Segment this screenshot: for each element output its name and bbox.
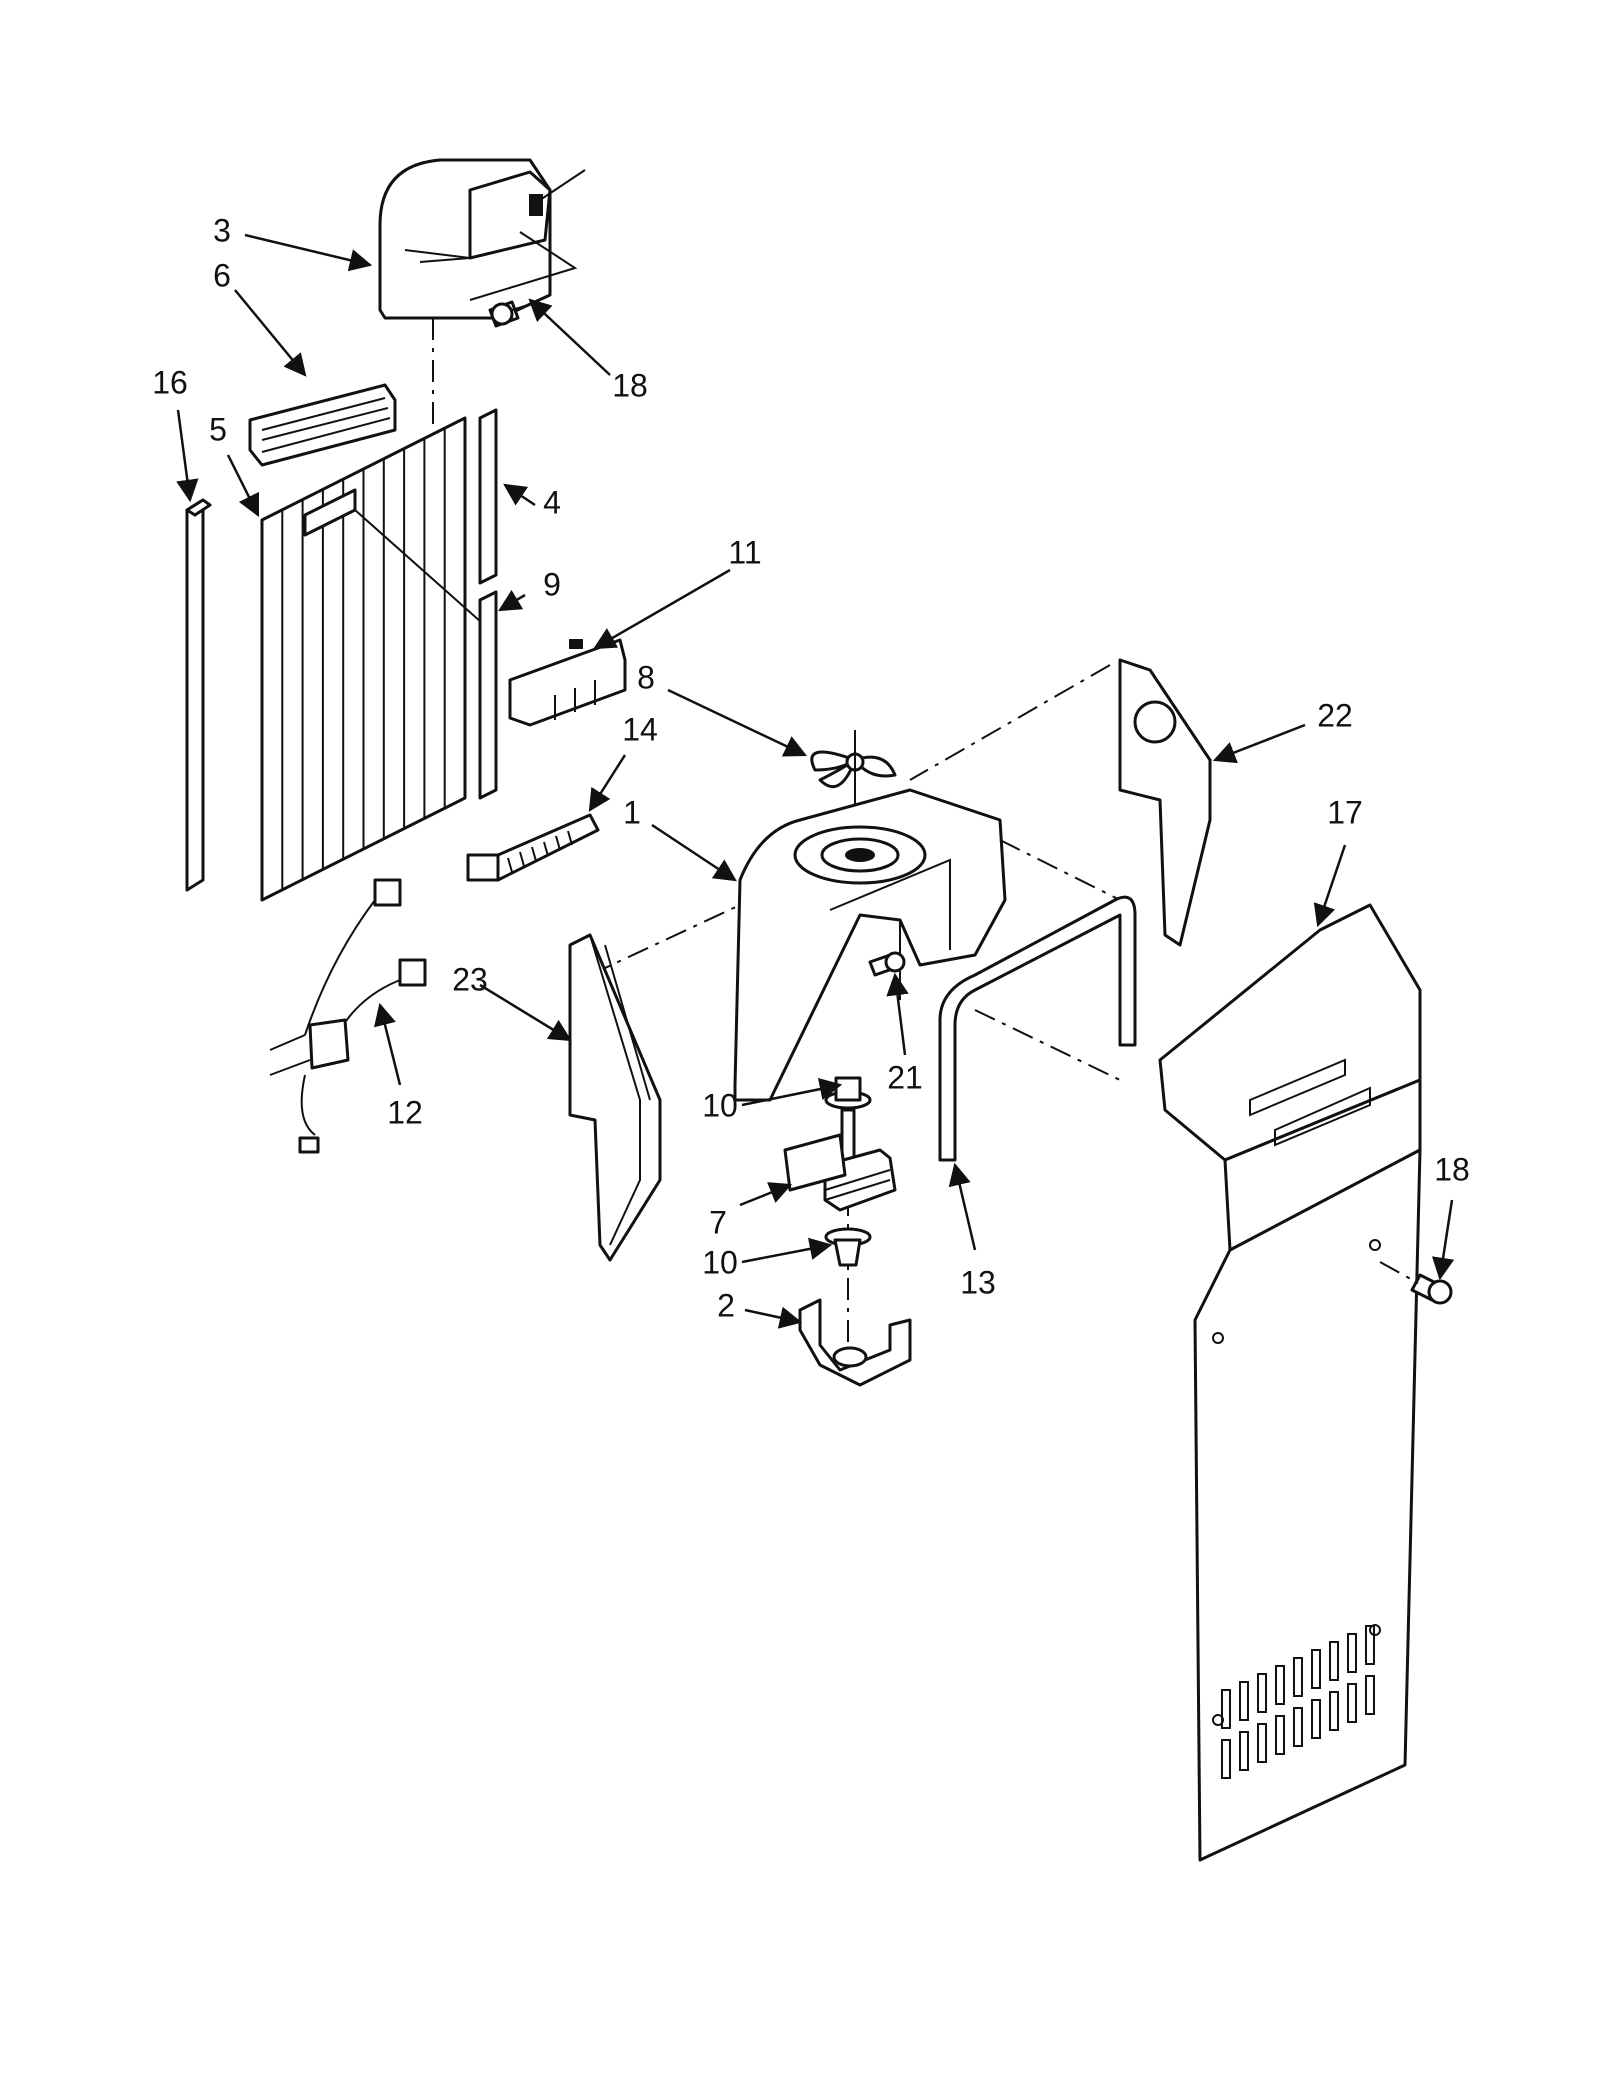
part-13-seal xyxy=(938,895,1137,1162)
callout-11: 11 xyxy=(728,534,761,570)
part-8-fan-blade xyxy=(810,730,897,840)
part-5-evaporator-grid xyxy=(260,416,491,902)
callout-22: 22 xyxy=(1317,697,1353,733)
part-2-motor-bracket xyxy=(798,1298,912,1387)
callout-14: 14 xyxy=(622,711,658,747)
part-21-screw xyxy=(868,951,906,977)
part-12-wiring-harness xyxy=(269,878,427,1154)
callout-9: 9 xyxy=(543,566,561,602)
part-22-right-baffle xyxy=(1118,658,1212,947)
part-10-grommet-upper xyxy=(824,1076,872,1110)
part-18-screw-top xyxy=(488,300,526,328)
part-16-left-strip xyxy=(185,498,212,892)
part-11-control-bracket xyxy=(508,638,627,727)
part-9-strip xyxy=(478,590,498,800)
part-14-heater xyxy=(466,813,600,882)
callout-3: 3 xyxy=(213,212,231,248)
leader-lines xyxy=(176,233,1455,1329)
callout-23: 23 xyxy=(452,961,488,997)
part-23-air-baffle xyxy=(568,933,662,1262)
part-17-cover-panel xyxy=(1158,903,1422,1862)
callout-5: 5 xyxy=(209,411,227,447)
callout-17: 17 xyxy=(1327,794,1363,830)
part-1-fan-shroud xyxy=(733,788,1007,1102)
callout-6: 6 xyxy=(213,257,231,293)
part-18-screw-right xyxy=(1410,1273,1453,1305)
callout-13: 13 xyxy=(960,1264,996,1300)
part-4-strip xyxy=(478,408,498,585)
part-3-duct-housing xyxy=(378,158,586,320)
callout-4: 4 xyxy=(543,484,561,520)
callout-1: 1 xyxy=(623,794,641,830)
callout-7: 7 xyxy=(709,1204,727,1240)
callout-21: 21 xyxy=(887,1059,923,1095)
callout-18: 18 xyxy=(1434,1151,1470,1187)
callout-16: 16 xyxy=(152,364,188,400)
callout-12: 12 xyxy=(387,1094,423,1130)
callout-10: 10 xyxy=(702,1244,738,1280)
part-6-bracket xyxy=(248,383,397,467)
callout-10: 10 xyxy=(702,1087,738,1123)
part-10-grommet-lower xyxy=(824,1227,872,1267)
callout-2: 2 xyxy=(717,1287,735,1323)
callout-labels: 3 6 18 16 5 4 9 11 8 14 1 22 17 23 12 10… xyxy=(152,212,1470,1323)
callout-18: 18 xyxy=(612,367,648,403)
callout-8: 8 xyxy=(637,659,655,695)
part-7-fan-motor xyxy=(783,1108,897,1212)
